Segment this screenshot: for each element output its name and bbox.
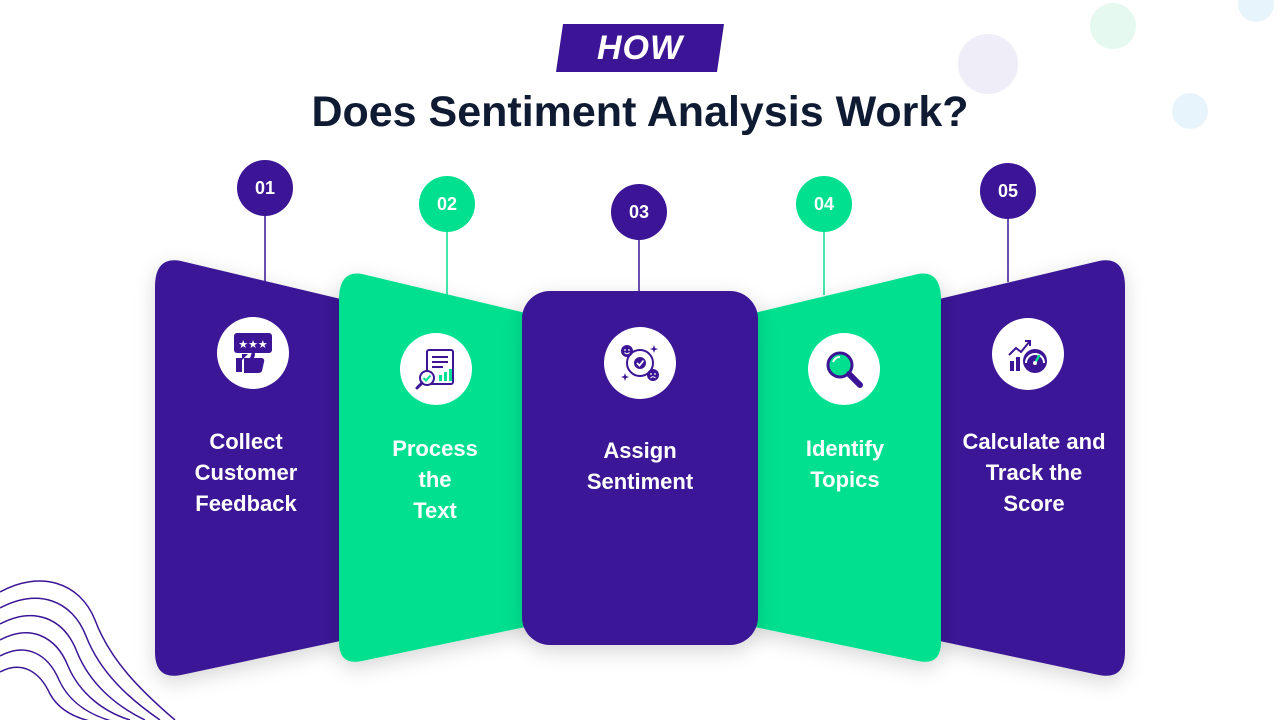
document-analysis-icon — [415, 349, 454, 390]
step-label-01: Collect Customer Feedback — [194, 429, 298, 516]
panel-05 — [935, 260, 1125, 676]
decor-waves — [0, 580, 176, 720]
step-icon-circle-01: ★★★ — [217, 317, 289, 389]
emotion-faces-icon — [621, 345, 659, 381]
how-tag-text: HOW — [596, 29, 684, 67]
step-icon-circle-02 — [400, 333, 472, 405]
step-number-04: 04 — [796, 176, 852, 232]
svg-text:★★★: ★★★ — [238, 338, 268, 351]
decor-circle-blue-small — [1238, 0, 1274, 22]
step-label-04: Identify Topics — [805, 436, 885, 492]
step-label-05: Calculate and Track the Score — [962, 429, 1106, 516]
step-label-03: Assign Sentiment — [586, 438, 694, 494]
thumbs-up-rating-icon: ★★★ — [234, 333, 272, 373]
step-number-02: 02 — [419, 176, 475, 232]
step-icon-circle-04 — [808, 333, 880, 405]
step-icon-circle-03 — [604, 327, 676, 399]
decor-circle-mint — [1090, 3, 1136, 49]
step-number-03: 03 — [611, 184, 667, 240]
step-label-02: Process the Text — [392, 436, 478, 523]
step-icon-circle-05 — [992, 318, 1064, 390]
how-tag-background — [556, 24, 724, 72]
page-title: Does Sentiment Analysis Work? — [311, 88, 969, 136]
magnifier-icon — [826, 351, 863, 388]
panel-03 — [522, 291, 758, 645]
panel-04 — [750, 273, 941, 662]
how-tag: HOW — [556, 24, 724, 72]
panel-02 — [339, 273, 530, 662]
growth-gauge-icon — [1008, 340, 1047, 373]
step-number-05: 05 — [980, 163, 1036, 219]
panel-01 — [155, 260, 345, 676]
decor-circle-lavender — [958, 34, 1018, 94]
decor-circle-blue — [1172, 93, 1208, 129]
step-number-01: 01 — [237, 160, 293, 216]
